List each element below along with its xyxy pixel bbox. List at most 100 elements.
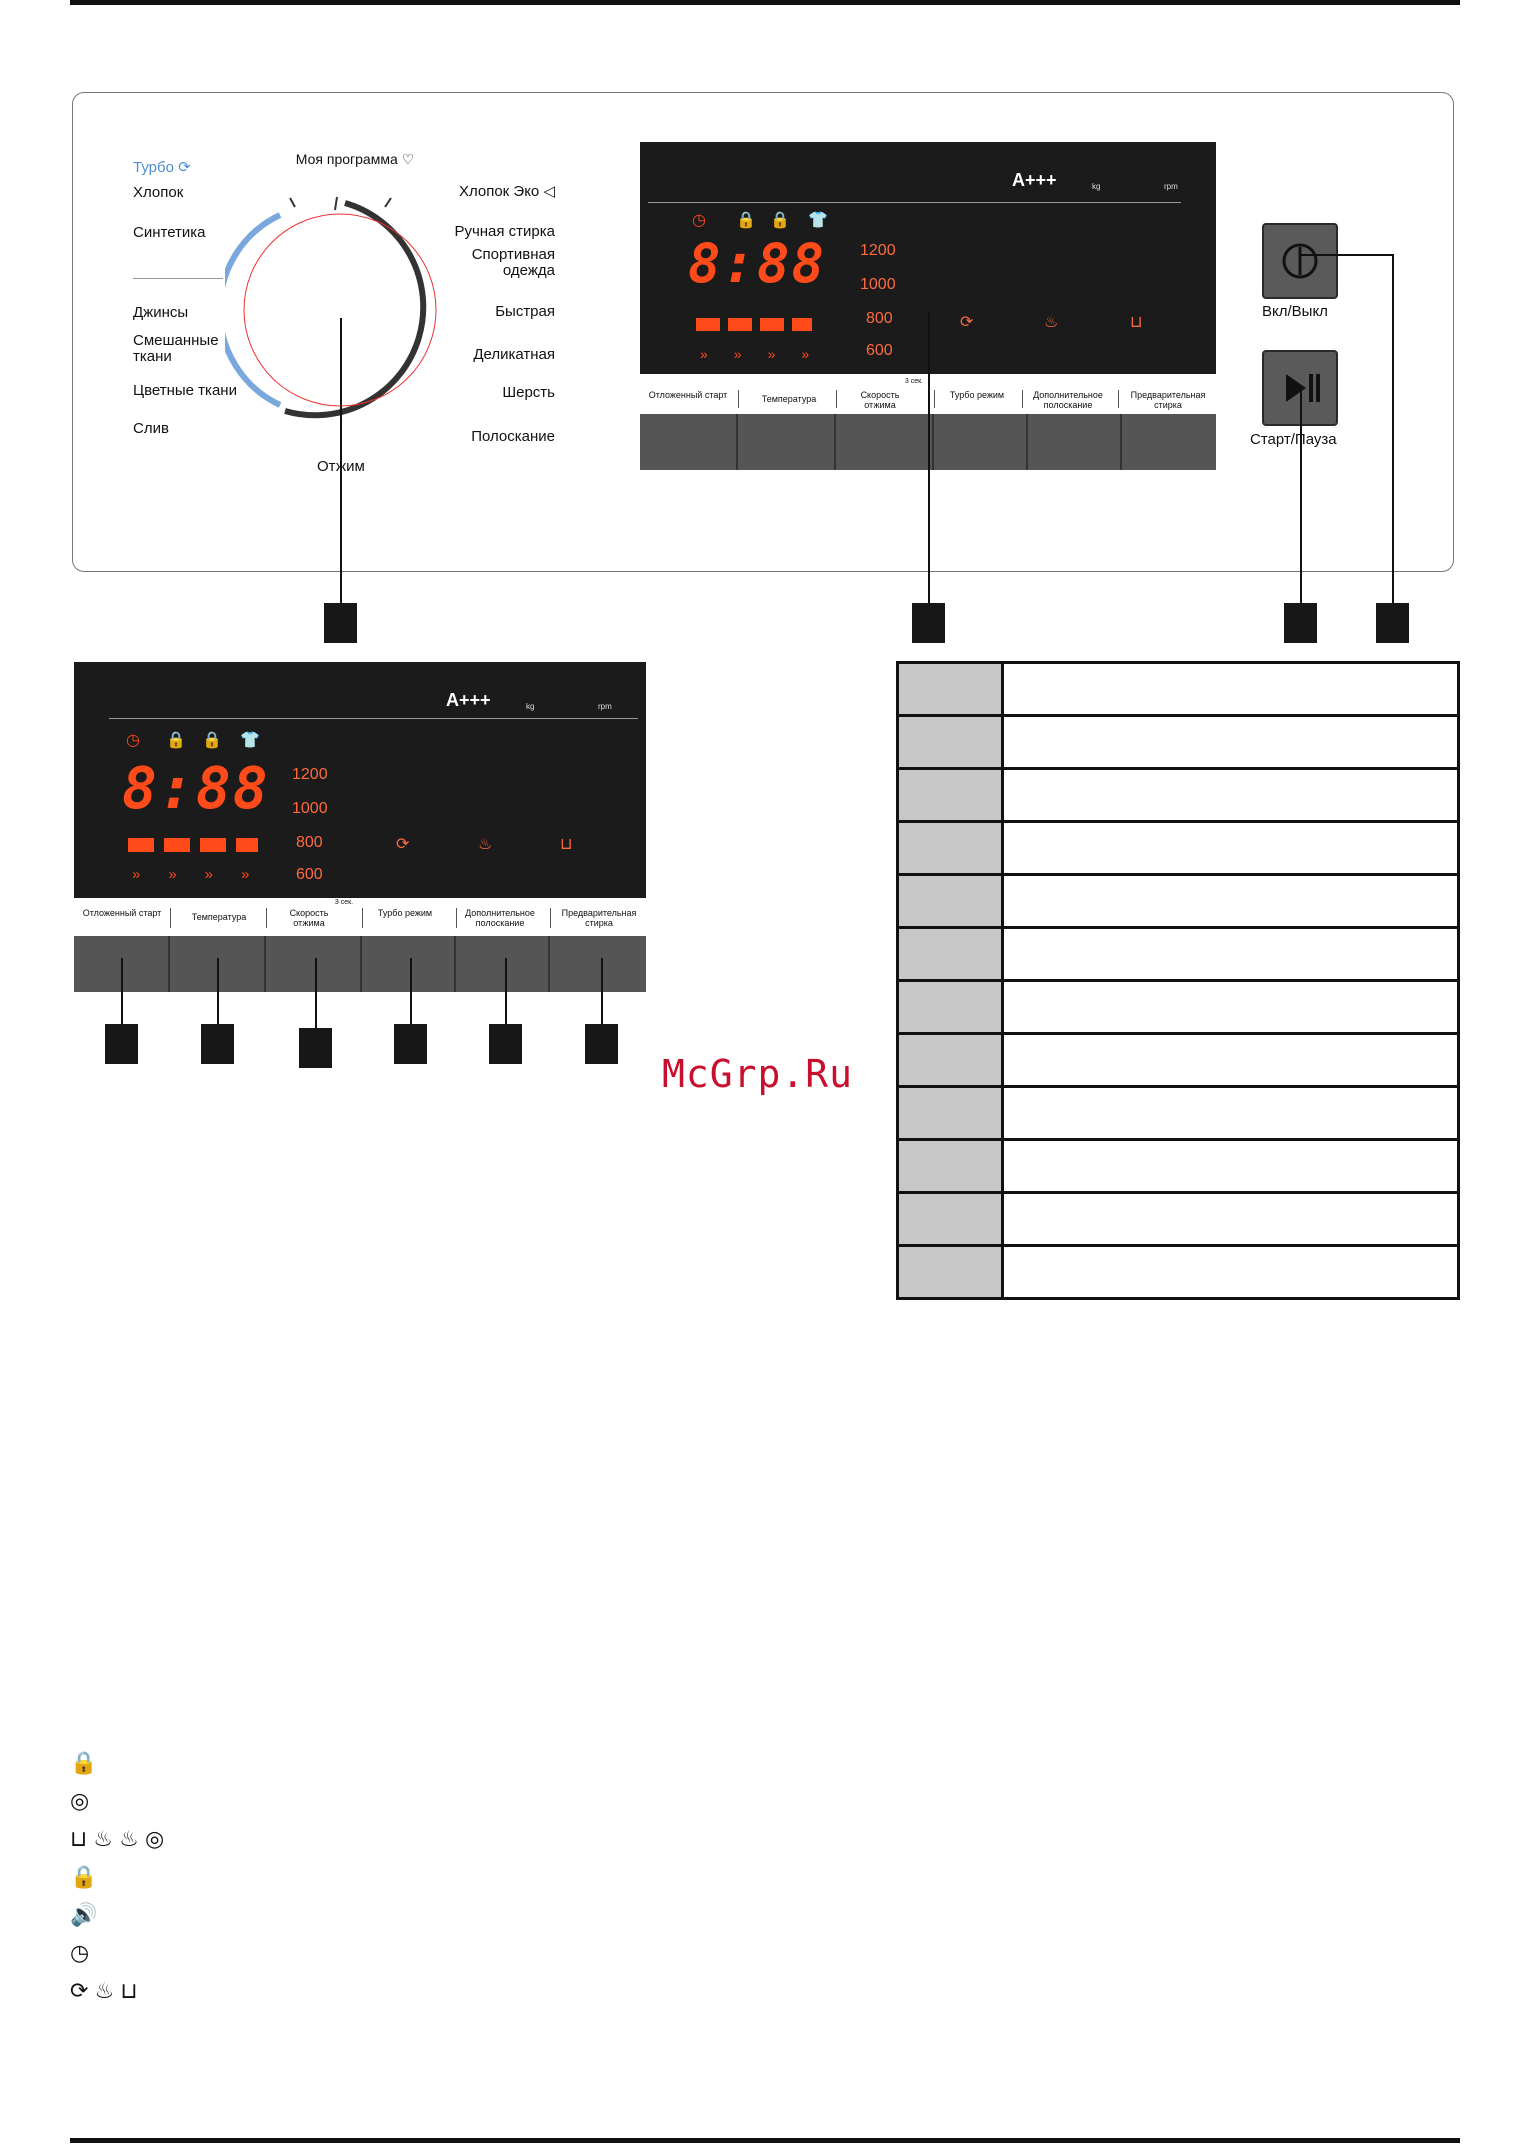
progress-arrows: »»»» (700, 346, 836, 362)
program-dial[interactable] (225, 195, 455, 425)
label-delayed-start: Отложенный старт (82, 908, 162, 918)
program-synthetics[interactable]: Синтетика (133, 224, 206, 241)
extra-rinse-icon: ♨ (1044, 314, 1059, 331)
callout-marker (912, 603, 945, 643)
table-key-cell (896, 979, 1004, 1035)
table-row (896, 1085, 1460, 1141)
program-colored[interactable]: Цветные ткани (133, 382, 237, 399)
table-value-cell (1001, 926, 1460, 982)
shirt-icon: 👕 (240, 732, 260, 749)
eco-icon: ◁ (543, 183, 555, 200)
table-value-cell (1001, 1085, 1460, 1141)
energy-class: A+++ (1012, 170, 1057, 190)
btn-prewash[interactable] (1122, 414, 1216, 470)
program-rinse[interactable]: Полоскание (471, 428, 555, 445)
legend-icons: 🔒 ◎ ⊔ ♨ ♨ ◎ 🔒 🔊 ◷ ⟳ ♨ ⊔ (70, 1744, 164, 2010)
label-turbo: Турбо режим (377, 908, 433, 918)
timer-icon: ◷ (70, 1940, 90, 1965)
rpm-1200: 1200 (292, 766, 328, 783)
start-pause-label: Старт/Пауза (1250, 431, 1337, 448)
label-extra-rinse: Дополнительное полоскание (465, 908, 535, 928)
detail-button-labels: Отложенный старт Температура Скорость от… (74, 898, 646, 938)
turbo-icon: ⟳ (178, 159, 191, 176)
table-row (896, 820, 1460, 876)
program-sportswear[interactable]: Спортивная одежда (471, 246, 555, 279)
prewash-icon: ⊔ (560, 836, 573, 853)
program-wool[interactable]: Шерсть (502, 384, 555, 401)
table-value-cell (1001, 873, 1460, 929)
table-row (896, 767, 1460, 823)
play-pause-icon (1286, 374, 1320, 402)
rpm-800: 800 (866, 310, 893, 327)
heart-icon: ♡ (401, 151, 415, 167)
callout-line (121, 958, 123, 1024)
lock-icon: 🔒 (166, 732, 186, 749)
child-lock-icon: 🔒 (70, 1864, 98, 1889)
legend-table (896, 661, 1460, 1300)
btn-turbo[interactable] (362, 936, 456, 992)
btn-spin-speed[interactable] (266, 936, 362, 992)
btn-delayed-start[interactable] (640, 414, 738, 470)
label-turbo: Турбо режим (949, 390, 1005, 400)
table-value-cell (1001, 1244, 1460, 1300)
program-eco-cotton[interactable]: Хлопок Эко ◁ (458, 183, 555, 200)
callout-marker (489, 1024, 522, 1064)
rpm-label: rpm (1164, 182, 1178, 191)
speed-hint: 3 сек. (334, 899, 354, 906)
kg-label: kg (1092, 182, 1101, 191)
program-drain[interactable]: Слив (133, 420, 169, 437)
program-delicate[interactable]: Деликатная (473, 346, 555, 363)
shirt-icon: 👕 (808, 212, 828, 229)
power-button[interactable] (1262, 223, 1338, 299)
child-lock-icon: 🔒 (202, 732, 222, 749)
timer-icon: ◷ (692, 212, 706, 229)
program-quick[interactable]: Быстрая (495, 303, 555, 320)
table-row (896, 926, 1460, 982)
rpm-label: rpm (598, 702, 612, 711)
label-temperature: Температура (761, 394, 817, 404)
table-key-cell (896, 873, 1004, 929)
table-value-cell (1001, 767, 1460, 823)
program-mixed[interactable]: Смешанные ткани (133, 332, 219, 365)
table-value-cell (1001, 661, 1460, 717)
rpm-600: 600 (866, 342, 893, 359)
top-rule (70, 0, 1460, 5)
btn-prewash[interactable] (550, 936, 646, 992)
extra-rinse-icon: ♨ (478, 836, 493, 853)
btn-temperature[interactable] (738, 414, 836, 470)
timer-icon: ◷ (126, 732, 140, 749)
callout-line (601, 958, 603, 1024)
lock-icon: 🔒 (736, 212, 756, 229)
label-prewash: Предварительная стирка (561, 908, 637, 928)
rpm-600: 600 (296, 866, 323, 883)
start-callout-line (1300, 386, 1302, 603)
my-program-label: Моя программа ♡ (295, 151, 415, 167)
digit-readout: 8:88 (122, 754, 270, 822)
detail-display: A+++ kg rpm ◷ 🔒 🔒 👕 8:88 1200 1000 800 6… (74, 662, 646, 908)
table-key-cell (896, 1085, 1004, 1141)
table-key-cell (896, 714, 1004, 770)
btn-extra-rinse[interactable] (456, 936, 550, 992)
btn-spin-speed[interactable] (836, 414, 934, 470)
btn-extra-rinse[interactable] (1028, 414, 1122, 470)
table-key-cell (896, 820, 1004, 876)
spin-icon: ◎ (70, 1788, 90, 1813)
callout-marker (201, 1024, 234, 1064)
speed-hint: 3 сек. (904, 378, 924, 385)
program-hand-wash[interactable]: Ручная стирка (454, 223, 555, 240)
program-cotton[interactable]: Хлопок (133, 184, 184, 201)
table-key-cell (896, 1244, 1004, 1300)
btn-turbo[interactable] (934, 414, 1028, 470)
callout-marker (1376, 603, 1409, 643)
digit-readout: 8:88 (688, 232, 827, 295)
table-key-cell (896, 1032, 1004, 1088)
callout-line (410, 958, 412, 1024)
table-value-cell (1001, 1032, 1460, 1088)
table-row (896, 1032, 1460, 1088)
turbo-indicator-icon: ⟳ (396, 836, 410, 853)
callout-marker (1284, 603, 1317, 643)
kg-label: kg (526, 702, 535, 711)
program-jeans[interactable]: Джинсы (133, 304, 189, 321)
power-icon (1282, 243, 1318, 279)
callout-marker (394, 1024, 427, 1064)
